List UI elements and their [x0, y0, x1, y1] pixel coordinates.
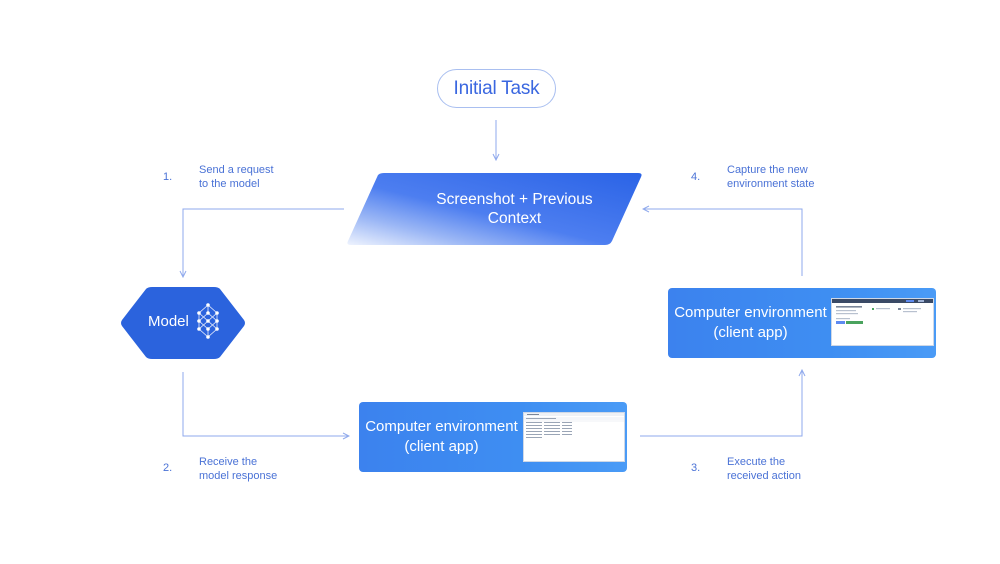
step-1-number: 1. — [163, 171, 173, 183]
step-1-line1: Send a request — [199, 164, 274, 176]
env-right-line1: Computer environment — [674, 304, 827, 321]
web-form-thumbnail-icon — [832, 299, 933, 324]
step-1-text: Send a request to the model — [199, 163, 274, 191]
env-bottom-line2: (client app) — [404, 438, 479, 455]
context-label-line2: Context — [487, 210, 542, 227]
step-4-line2: environment state — [727, 178, 815, 190]
model-label: Model — [148, 313, 189, 330]
model-hexagon — [121, 287, 245, 359]
model-node: Model — [120, 287, 246, 359]
context-label-line1: Screenshot + Previous — [436, 191, 593, 208]
env-bottom-line1: Computer environment — [365, 418, 518, 435]
step-2-line1: Receive the — [199, 456, 258, 468]
context-parallelogram — [347, 173, 642, 245]
client-app-screenshot-thumbnail — [831, 298, 934, 346]
arrow-env-to-env — [640, 370, 802, 437]
step-2-number: 2. — [163, 462, 173, 474]
arrow-env-to-context — [643, 209, 803, 276]
arrow-model-to-env — [182, 372, 349, 436]
computer-environment-bottom: Computer environment (client app) — [359, 402, 627, 472]
step-1-line2: to the model — [199, 178, 260, 190]
context-node: Screenshot + Previous Context — [346, 173, 643, 245]
step-2-text: Receive the model response — [199, 455, 277, 483]
step-4-text: Capture the new environment state — [727, 163, 814, 191]
step-3-line1: Execute the — [727, 456, 786, 468]
env-right-line2: (client app) — [713, 324, 788, 341]
initial-task-node: Initial Task — [437, 69, 556, 108]
step-3-number: 3. — [691, 462, 701, 474]
step-3-text: Execute the received action — [727, 455, 801, 483]
computer-environment-right: Computer environment (client app) — [668, 288, 936, 358]
step-3-line2: received action — [727, 470, 801, 482]
neural-network-icon — [197, 303, 219, 339]
step-4-number: 4. — [691, 171, 701, 183]
step-4-line1: Capture the new — [727, 164, 808, 176]
arrow-context-to-model — [183, 208, 344, 277]
initial-task-label: Initial Task — [453, 77, 540, 99]
spreadsheet-thumbnail-icon — [524, 413, 624, 438]
step-2-line2: model response — [199, 470, 278, 482]
client-app-screenshot-thumbnail — [523, 412, 625, 462]
